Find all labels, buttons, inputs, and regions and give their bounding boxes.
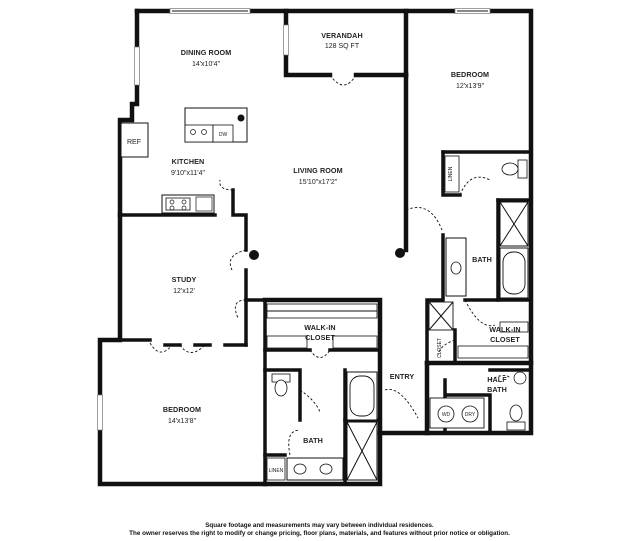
stove bbox=[161, 194, 215, 214]
bath-right-name: BATH bbox=[472, 255, 492, 264]
linen-right: LINEN bbox=[444, 155, 460, 193]
half-bath-line1: HALF bbox=[487, 375, 507, 384]
refrigerator-label: REF bbox=[127, 139, 141, 146]
column bbox=[395, 248, 405, 258]
disclaimer-line-1: Square footage and measurements may vary… bbox=[205, 522, 434, 529]
column bbox=[249, 250, 259, 260]
bathtub-left bbox=[346, 371, 378, 421]
kitchen-name: KITCHEN bbox=[172, 157, 205, 166]
dining-room-name: DINING ROOM bbox=[181, 48, 232, 57]
walkin-right-line2: CLOSET bbox=[490, 335, 520, 344]
shower-right bbox=[499, 201, 529, 247]
windows bbox=[97, 8, 491, 431]
bedroom-left-size: 14'x13'8" bbox=[168, 418, 197, 425]
closet-label: CLOSET bbox=[437, 338, 443, 358]
interior-walls bbox=[98, 150, 533, 486]
toilet-right bbox=[501, 159, 528, 179]
vanity-left bbox=[286, 457, 344, 481]
kitchen-size: 9'10"x11'4" bbox=[171, 170, 205, 177]
study-size: 12'x12' bbox=[173, 288, 195, 295]
verandah-name: VERANDAH bbox=[321, 31, 363, 40]
bedroom-right-size: 12'x13'9" bbox=[456, 83, 485, 90]
disclaimer: Square footage and measurements may vary… bbox=[0, 522, 639, 538]
walkin-right-line1: WALK-IN bbox=[489, 325, 520, 334]
disclaimer-line-2: The owner reserves the right to modify o… bbox=[129, 530, 510, 537]
dryer-label: DRY bbox=[465, 412, 476, 418]
entry-name: ENTRY bbox=[390, 372, 415, 381]
linen-left: LINEN bbox=[266, 457, 286, 481]
toilet-left bbox=[271, 373, 291, 397]
closet-shelves bbox=[266, 303, 529, 359]
shower-left bbox=[346, 421, 378, 481]
half-bath-line2: BATH bbox=[487, 385, 507, 394]
living-room-name: LIVING ROOM bbox=[293, 166, 342, 175]
walkin-left-line2: CLOSET bbox=[305, 333, 335, 342]
closet-small: CLOSET bbox=[428, 301, 454, 358]
bathtub-right bbox=[499, 247, 529, 299]
washer-label: WD bbox=[442, 412, 451, 418]
bedroom-right-name: BEDROOM bbox=[451, 70, 489, 79]
study-name: STUDY bbox=[172, 275, 197, 284]
washer-dryer: WD DRY bbox=[429, 397, 485, 429]
dining-room-size: 14'x10'4" bbox=[192, 61, 221, 68]
dishwasher bbox=[212, 124, 234, 143]
linen-right-label: LINEN bbox=[448, 166, 454, 181]
refrigerator: REF bbox=[120, 122, 149, 158]
linen-left-label: LINEN bbox=[269, 468, 284, 474]
living-room-size: 15'10"x17'2" bbox=[299, 179, 338, 186]
toilet-half-bath bbox=[506, 404, 526, 431]
verandah-size: 128 SQ FT bbox=[325, 43, 360, 50]
kitchen-island: DW bbox=[184, 107, 248, 143]
bedroom-left-name: BEDROOM bbox=[163, 405, 201, 414]
door-swings bbox=[149, 74, 511, 456]
walkin-left-line1: WALK-IN bbox=[304, 323, 335, 332]
bath-left-name: BATH bbox=[303, 436, 323, 445]
vanity-right bbox=[445, 237, 467, 297]
half-bath-sink bbox=[513, 371, 527, 385]
dishwasher-label: DW bbox=[219, 132, 228, 138]
